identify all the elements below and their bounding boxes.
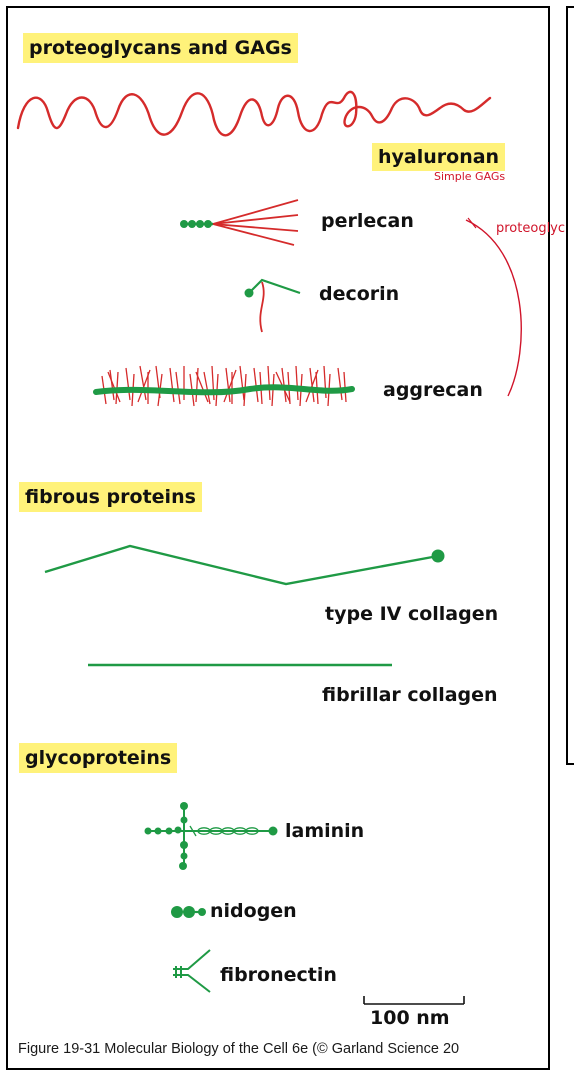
scale-bar	[363, 996, 465, 1005]
label-fibrillar-collagen: fibrillar collagen	[322, 684, 498, 706]
label-perlecan: perlecan	[321, 210, 414, 232]
perlecan-molecule	[180, 199, 299, 246]
annotation-simple-gags: Simple GAGs	[434, 170, 506, 183]
decorin-molecule	[244, 278, 301, 333]
label-hyaluronan: hyaluronan	[372, 143, 506, 171]
annotation-proteoglycans: proteoglyc	[496, 221, 566, 236]
heading-proteoglycans: proteoglycans and GAGs	[23, 33, 298, 63]
fibronectin-molecule	[173, 949, 211, 993]
nidogen-molecule	[171, 906, 206, 918]
label-type-iv-collagen: type IV collagen	[325, 603, 499, 625]
proteoglycan-bracket-annotation	[465, 219, 522, 397]
figure-caption: Figure 19-31 Molecular Biology of the Ce…	[18, 1041, 460, 1057]
label-fibronectin: fibronectin	[220, 964, 337, 986]
label-laminin: laminin	[285, 820, 365, 842]
type-iv-collagen-molecule	[44, 544, 445, 586]
annotation-panel	[566, 6, 574, 765]
heading-fibrous-proteins: fibrous proteins	[19, 482, 202, 512]
figure-frame	[6, 6, 550, 1070]
label-decorin: decorin	[319, 283, 400, 305]
aggrecan-molecule	[93, 365, 355, 407]
hyaluronan-molecule	[16, 90, 492, 137]
label-nidogen: nidogen	[210, 900, 297, 922]
laminin-molecule	[144, 802, 278, 870]
label-aggrecan: aggrecan	[383, 379, 483, 401]
heading-glycoproteins: glycoproteins	[19, 743, 178, 773]
scale-bar-label: 100 nm	[370, 1007, 450, 1029]
proteoglycan-tick-annotation	[467, 217, 477, 229]
